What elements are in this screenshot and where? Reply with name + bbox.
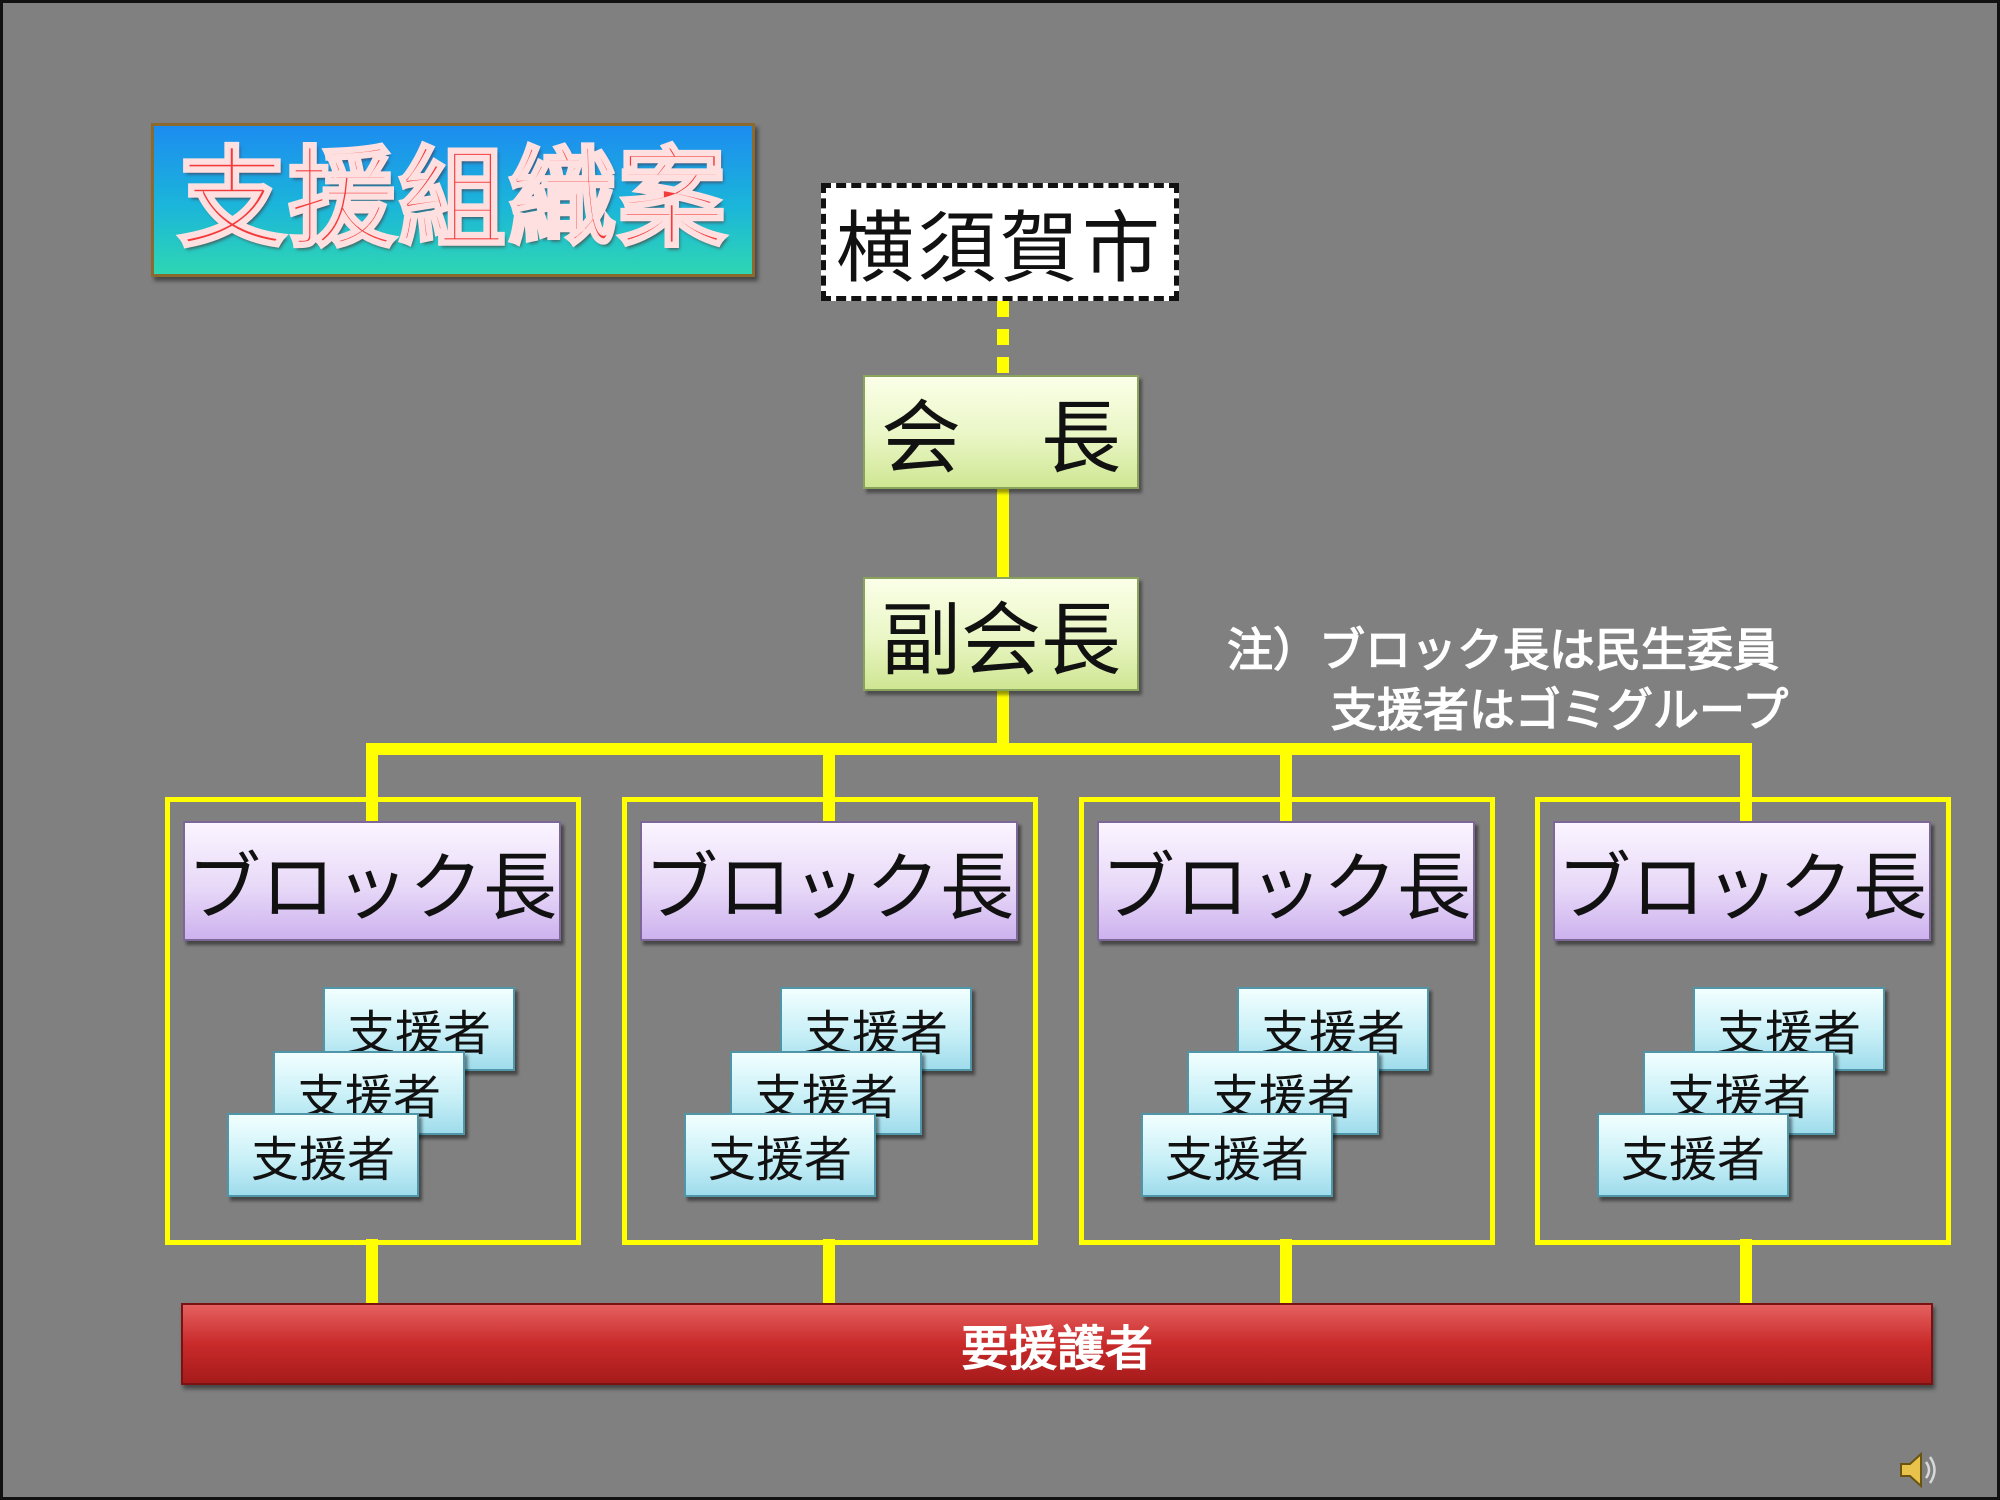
block-leader-label: ブロック長 (644, 844, 1014, 931)
supporter-card: 支援者 (1597, 1113, 1789, 1197)
connector-base-2 (823, 1239, 835, 1305)
block-leader-3: ブロック長 (1097, 821, 1475, 941)
note-line-2: 支援者はゴミグループ (1331, 683, 1789, 737)
block-leader-1: ブロック長 (183, 821, 561, 941)
supporter-label: 支援者 (1620, 1132, 1765, 1188)
president-label: 会 長 (881, 392, 1121, 485)
block-group-1 (165, 797, 581, 1245)
city-node: 横須賀市 (821, 183, 1179, 301)
supporter-card: 支援者 (684, 1113, 876, 1197)
care-recipients-bar: 要援護者 (181, 1303, 1933, 1385)
block-leader-2: ブロック長 (640, 821, 1018, 941)
slide-title: 支援組織案 (176, 137, 728, 262)
connector-drop-2 (823, 743, 835, 823)
supporter-card: 支援者 (227, 1113, 419, 1197)
connector-president-vice (997, 489, 1009, 579)
connector-base-3 (1280, 1239, 1292, 1305)
connector-city-president (997, 301, 1009, 375)
vice-president-node: 副会長 (863, 577, 1139, 691)
block-leader-label: ブロック長 (1557, 844, 1927, 931)
president-node: 会 長 (863, 375, 1139, 489)
speaker-icon[interactable] (1897, 1447, 1943, 1493)
block-group-4 (1535, 797, 1951, 1245)
supporter-label: 支援者 (1164, 1132, 1309, 1188)
connector-vice-trunk (997, 691, 1009, 749)
connector-base-1 (366, 1239, 378, 1305)
block-leader-label: ブロック長 (187, 844, 557, 931)
vice-president-label: 副会長 (881, 594, 1121, 687)
supporter-label: 支援者 (707, 1132, 852, 1188)
block-group-2 (622, 797, 1038, 1245)
connector-drop-4 (1740, 743, 1752, 823)
connector-base-4 (1740, 1239, 1752, 1305)
city-label: 横須賀市 (835, 204, 1164, 294)
note-line-1: 注）ブロック長は民生委員 (1227, 623, 1779, 677)
connector-horizontal-bus (366, 743, 1752, 755)
title-banner: 支援組織案 (151, 123, 755, 277)
connector-drop-1 (366, 743, 378, 823)
care-recipients-label: 要援護者 (960, 1321, 1153, 1377)
supporter-card: 支援者 (1141, 1113, 1333, 1197)
supporter-label: 支援者 (250, 1132, 395, 1188)
block-leader-4: ブロック長 (1553, 821, 1931, 941)
block-group-3 (1079, 797, 1495, 1245)
block-leader-label: ブロック長 (1101, 844, 1471, 931)
connector-drop-3 (1280, 743, 1292, 823)
